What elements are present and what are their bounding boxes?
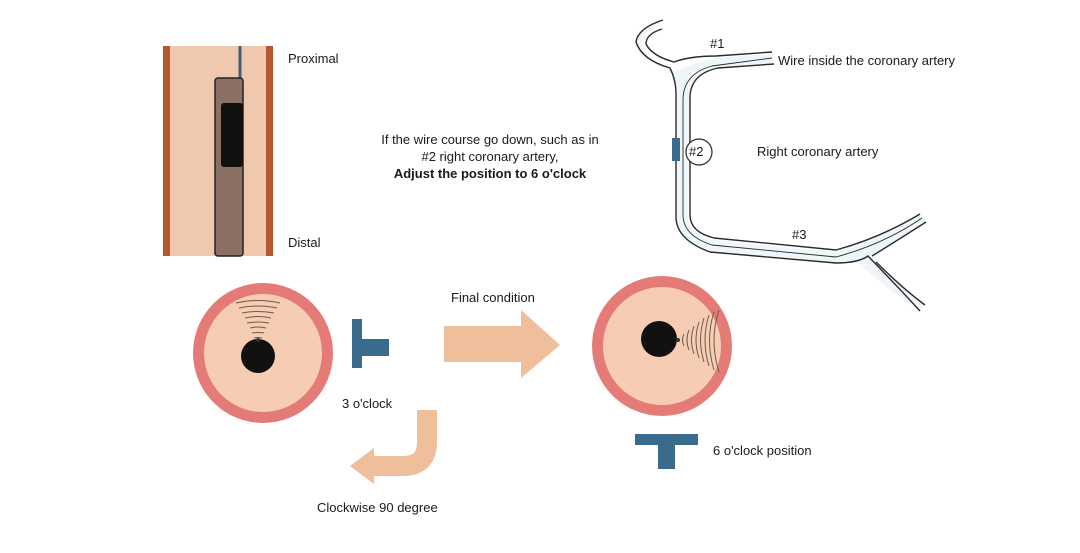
wire-inside-label: Wire inside the coronary artery	[778, 53, 956, 68]
clockwise-label: Clockwise 90 degree	[317, 500, 438, 515]
rca-label: Right coronary artery	[757, 144, 879, 159]
instruction-note: If the wire course go down, such as in #…	[340, 131, 640, 182]
final-condition-arrow	[444, 310, 560, 378]
segment-2-circle	[685, 138, 713, 166]
wire-dot	[256, 338, 260, 342]
ivus-transducer	[221, 103, 243, 167]
three-oclock-label: 3 o'clock	[342, 396, 393, 411]
instruction-line-3: Adjust the position to 6 o'clock	[393, 166, 587, 181]
segment-2-label: #2	[689, 144, 704, 159]
instruction-line-1: If the wire course go down, such as in	[381, 132, 599, 147]
cross-section-6-oclock	[592, 276, 732, 416]
segment-3-label: #3	[792, 227, 807, 242]
instruction-line-2: #2 right coronary artery,	[421, 149, 559, 164]
vessel-wall-right	[266, 46, 273, 256]
vessel-wall-left	[163, 46, 170, 256]
wire-position-marker	[672, 138, 680, 161]
segment-1-label: #1	[710, 36, 725, 51]
wire-shadow-artifact	[235, 300, 281, 339]
marker-3-oclock	[352, 319, 389, 368]
final-condition-label: Final condition	[451, 290, 535, 305]
cross-section-3-oclock	[193, 283, 333, 423]
right-coronary-artery-schematic	[634, 19, 927, 312]
catheter-cross-section-right	[641, 321, 677, 357]
wire-dot-right	[676, 338, 680, 342]
distal-label: Distal	[288, 235, 321, 250]
wire-shadow-artifact-right	[682, 309, 720, 373]
six-oclock-label: 6 o'clock position	[713, 443, 812, 458]
marker-6-oclock	[635, 434, 698, 469]
catheter-cross-section	[241, 339, 275, 373]
proximal-label: Proximal	[288, 51, 339, 66]
clockwise-rotation-arrow	[350, 410, 437, 484]
longitudinal-vessel-view	[163, 46, 273, 257]
